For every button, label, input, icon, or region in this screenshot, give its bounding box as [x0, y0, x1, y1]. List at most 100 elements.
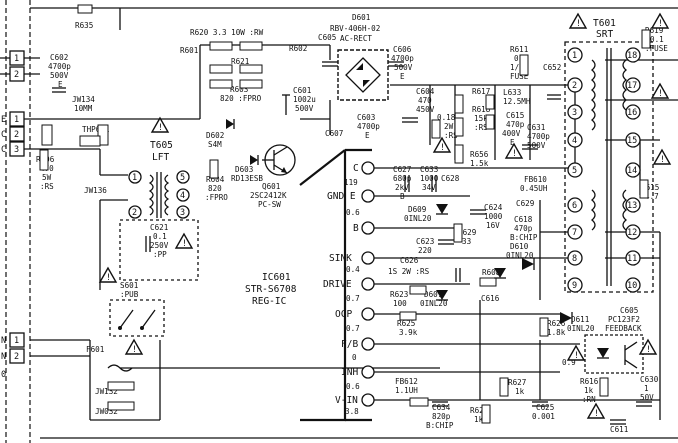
voltage-38: 3.8 — [345, 407, 359, 416]
label-c625v: 0.001 — [532, 412, 555, 421]
choke-left — [41, 124, 53, 146]
srt-pin-18: 18 — [627, 51, 637, 61]
ic601-regulator: IC601 STR-S6708 REG-IC C GND E B SINK DR… — [245, 148, 576, 422]
label-r628v: 1k — [474, 415, 484, 424]
connector-mid-letter-c1: C — [1, 130, 6, 140]
label-r626v: 1.8k — [547, 328, 566, 337]
label-r619: R619 — [645, 26, 664, 35]
lft-pin-5: 5 — [180, 173, 185, 183]
ic-pin-drive: DRIVE — [323, 279, 352, 290]
warning-icon: ! — [638, 338, 658, 355]
label-c602: C602 — [50, 53, 68, 62]
label-c634r: B:CHIP — [426, 421, 454, 430]
ic-pin-sink: SINK — [329, 253, 352, 264]
label-c607: C607 — [325, 129, 343, 138]
label-c630r: 50V — [640, 393, 654, 402]
label-d602v: S4M — [208, 140, 222, 149]
connector-mid-pin-2: 2 — [14, 130, 19, 140]
label-jw136: JW136 — [84, 186, 107, 195]
label-jw134: JW134 — [72, 95, 95, 104]
voltage-119: 119 — [344, 178, 358, 187]
label-c602v: 4700p — [48, 62, 71, 71]
label-c621r: 250V — [150, 241, 169, 250]
resistor-r635 — [77, 4, 93, 14]
label-d610v: 0INL20 — [506, 251, 534, 260]
svg-text:!: ! — [660, 155, 665, 165]
voltage-04: 0.4 — [346, 265, 360, 274]
label-c615e: E — [510, 138, 515, 147]
srt-pin-10: 10 — [627, 281, 637, 291]
label-t601: T601 — [593, 18, 616, 29]
label-l633v: 12.5MH — [503, 97, 531, 106]
label-c618: C618 — [514, 215, 533, 224]
label-c652: C652 — [543, 63, 561, 72]
label-c615: C615 — [506, 111, 524, 120]
label-c623: C623 — [416, 237, 434, 246]
label-ic601: IC601 — [262, 272, 291, 283]
label-r611w: 1/2W — [510, 63, 529, 72]
label-c615v: 470p — [506, 120, 525, 129]
voltage-09: 0.9 — [562, 358, 576, 367]
label-jw134v: 10MM — [74, 104, 93, 113]
label-c627r: 2kV — [395, 183, 409, 192]
label-q601v: 2SC2412K — [250, 191, 287, 200]
srt-right-pins: 18 17 16 15 14 13 12 11 10 — [625, 47, 641, 293]
label-c601: C601 — [293, 86, 312, 95]
label-r620: R620 3.3 10W :RW — [190, 28, 264, 37]
label-r6xxr: :RS — [444, 131, 458, 140]
label-r626: R626 — [547, 319, 566, 328]
svg-text:!: ! — [132, 345, 137, 355]
label-c604r: 450V — [416, 105, 435, 114]
label-c633r: 34V — [422, 183, 436, 192]
label-fb610v: 0.45UH — [520, 184, 548, 193]
diode-d602 — [226, 119, 235, 129]
warning-icon: ! — [650, 12, 670, 29]
srt-pin-4: 4 — [572, 136, 577, 146]
label-r619v: 0.1 — [650, 35, 664, 44]
warning-icon: ! — [150, 116, 170, 133]
label-d610: D610 — [510, 242, 529, 251]
connector-mid-letter-c2: C — [1, 145, 6, 155]
connector-mid-pin-3: 3 — [14, 145, 19, 155]
component-labels: R635 R620 3.3 10W :RW R601 R621 R602 R60… — [36, 4, 668, 434]
label-q601r: PC-SW — [258, 200, 281, 209]
lft-transformer-t605: 1 2 3 4 5 — [119, 170, 199, 281]
label-acrect: AC-RECT — [340, 34, 372, 43]
label-r635: R635 — [75, 21, 93, 30]
warning-icon: ! — [650, 82, 670, 99]
label-c615r: 400V — [502, 129, 521, 138]
label-r656v: 1.5k — [470, 159, 489, 168]
label-r627: R627 — [508, 378, 526, 387]
srt-pin-3: 3 — [572, 108, 577, 118]
label-d602: D602 — [206, 131, 224, 140]
label-c602e: E — [58, 80, 63, 89]
connector-bot-letter-n1: N — [1, 336, 6, 346]
label-c626v: 1S 2W :RS — [388, 267, 430, 276]
label-jw132: JW132 — [95, 387, 118, 396]
label-r623v: 100 — [393, 299, 407, 308]
label-d609v: 0INL20 — [404, 214, 432, 223]
srt-pin-5: 5 — [572, 166, 577, 176]
lft-pin-2: 2 — [132, 208, 137, 218]
label-r628: R628 — [470, 406, 489, 415]
connector-mid-pin-1: 1 — [14, 115, 19, 125]
voltage-00: 0 — [352, 353, 357, 362]
resistor-r603b — [239, 79, 263, 89]
srt-pin-11: 11 — [627, 254, 637, 264]
label-l633: L633 — [503, 88, 521, 97]
srt-pin-17: 17 — [627, 81, 637, 91]
photocoupler-pc123 — [584, 334, 644, 374]
srt-pin-9: 9 — [572, 281, 577, 291]
label-c621: C621 — [150, 223, 169, 232]
srt-pin-1: 1 — [572, 51, 577, 61]
label-c631: C631 — [527, 123, 546, 132]
label-pc: PC123F2 — [608, 315, 640, 324]
connector-top-pin-1: 1 — [14, 54, 19, 64]
svg-text:!: ! — [512, 149, 517, 159]
resistor-symbols — [39, 29, 651, 424]
label-c629: C629 — [516, 199, 535, 208]
label-c605: C605 — [318, 33, 336, 42]
transistor-q601 — [262, 144, 296, 176]
thermistor-thp601 — [79, 135, 101, 147]
